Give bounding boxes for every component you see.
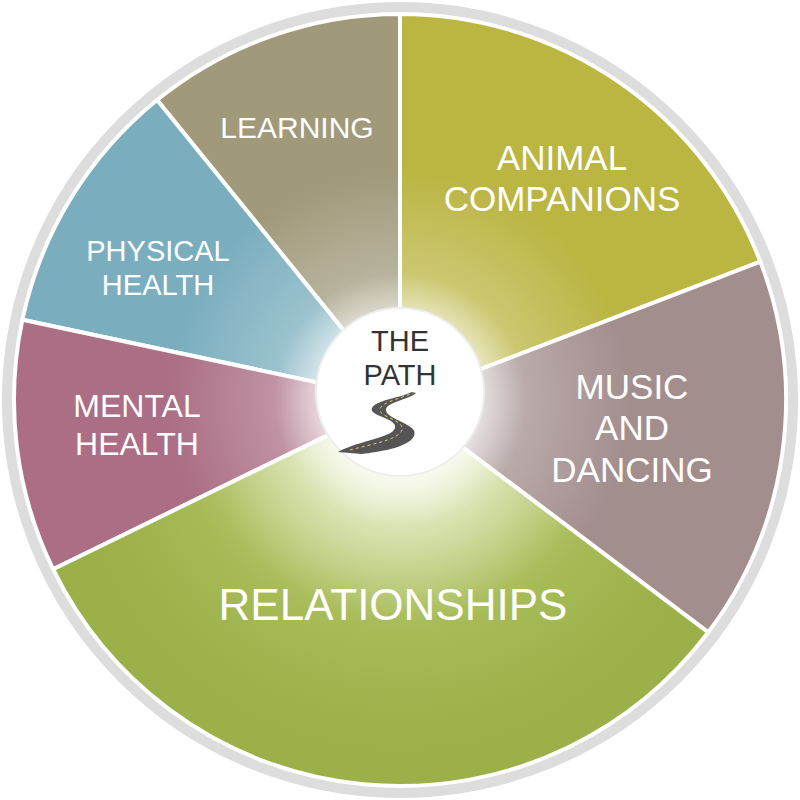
- sector-label: MENTAL HEALTH: [42, 388, 232, 464]
- center-circle-node: THE PATH: [335, 324, 465, 392]
- sector-label: RELATIONSHIPS: [173, 579, 613, 631]
- wheel-sector-node: LEARNING: [167, 110, 427, 145]
- center-glow: [170, 170, 630, 630]
- wheel-sector-node: PHYSICAL HEALTH: [58, 234, 258, 302]
- wheel-sector-node: MENTAL HEALTH: [42, 388, 232, 464]
- center-label: THE PATH: [335, 324, 465, 392]
- road-illustration: [338, 392, 416, 454]
- sector-label: PHYSICAL HEALTH: [58, 234, 258, 302]
- wheel-sector-node: RELATIONSHIPS: [173, 579, 613, 631]
- wheel-sector-node: ANIMAL COMPANIONS: [427, 137, 697, 220]
- sector-label: ANIMAL COMPANIONS: [427, 137, 697, 220]
- sector-label: MUSIC AND DANCING: [543, 366, 721, 490]
- sector-label: LEARNING: [167, 110, 427, 145]
- outer-ring: [8, 8, 792, 792]
- wheel-sector-node: MUSIC AND DANCING: [543, 366, 721, 490]
- center-circle: [316, 308, 484, 476]
